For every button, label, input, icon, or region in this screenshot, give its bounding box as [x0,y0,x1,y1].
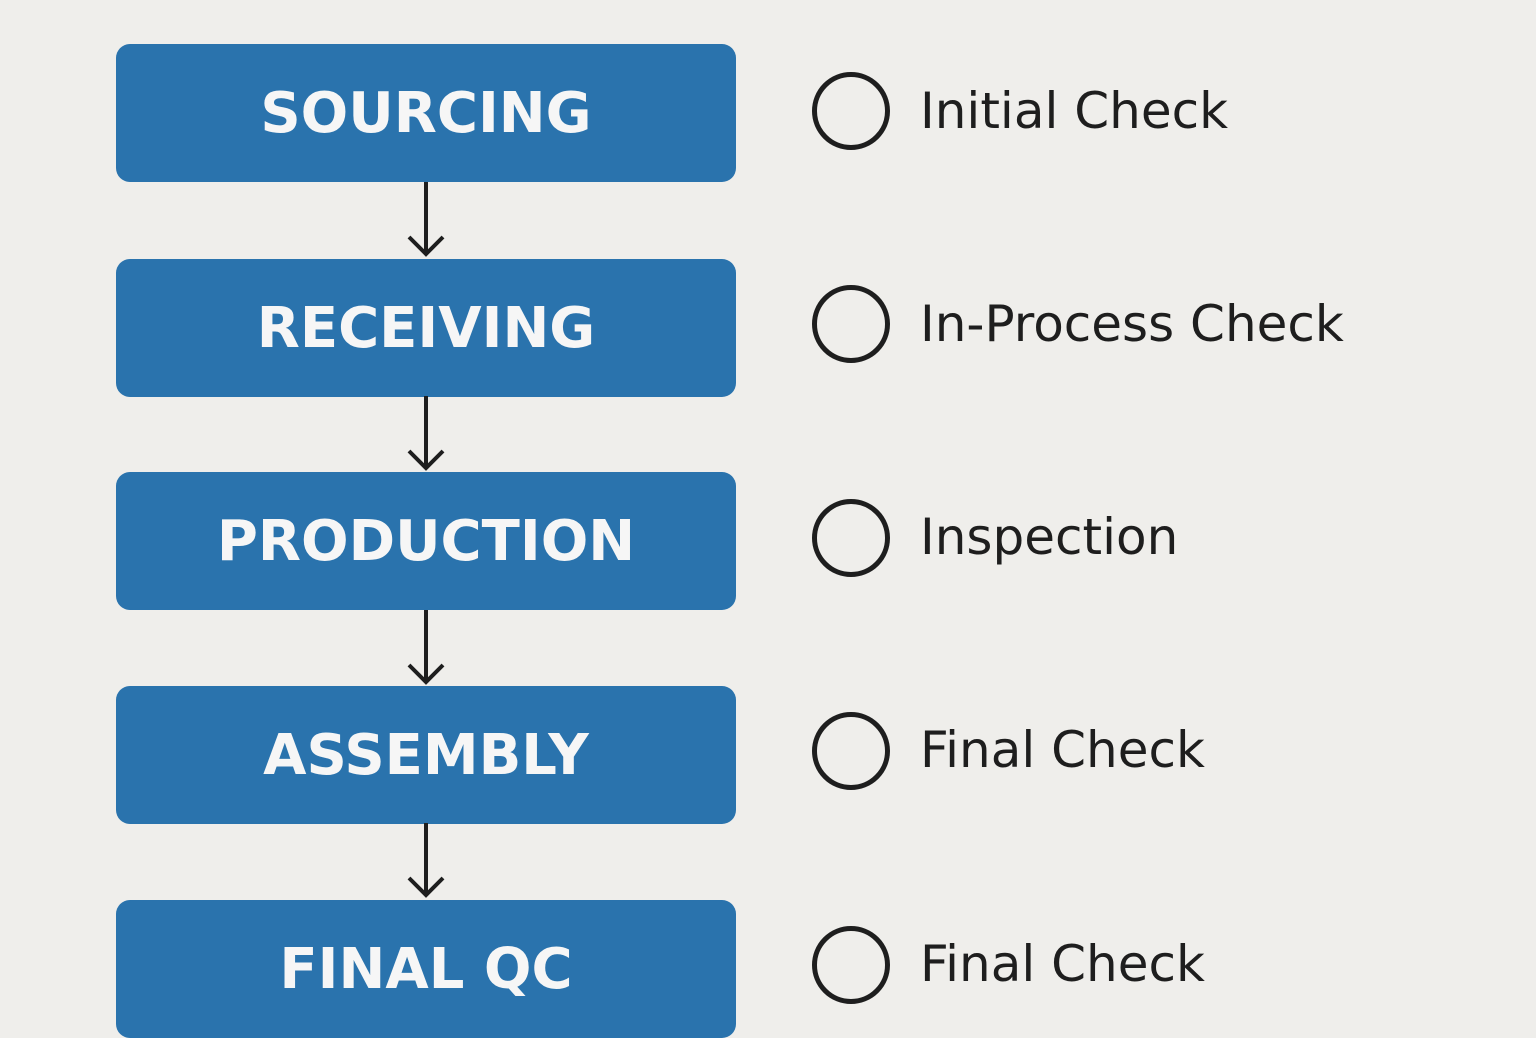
stage-sourcing: SOURCING [116,44,736,182]
empty-circle-icon [812,72,890,150]
check-label-final: Final Check [920,721,1205,779]
empty-circle-icon [812,499,890,577]
empty-circle-icon [812,712,890,790]
arrow-down-icon [406,823,446,899]
check-label-initial: Initial Check [920,82,1229,140]
check-label-inspection: Inspection [920,508,1179,566]
empty-circle-icon [812,926,890,1004]
check-label-final-qc: Final Check [920,935,1205,993]
empty-circle-icon [812,285,890,363]
stage-receiving: RECEIVING [116,259,736,397]
stage-production: PRODUCTION [116,472,736,610]
stage-assembly: ASSEMBLY [116,686,736,824]
stage-final-qc: FINAL QC [116,900,736,1038]
arrow-down-icon [406,396,446,472]
arrow-down-icon [406,610,446,686]
check-label-in-process: In-Process Check [920,295,1344,353]
arrow-down-icon [406,182,446,258]
